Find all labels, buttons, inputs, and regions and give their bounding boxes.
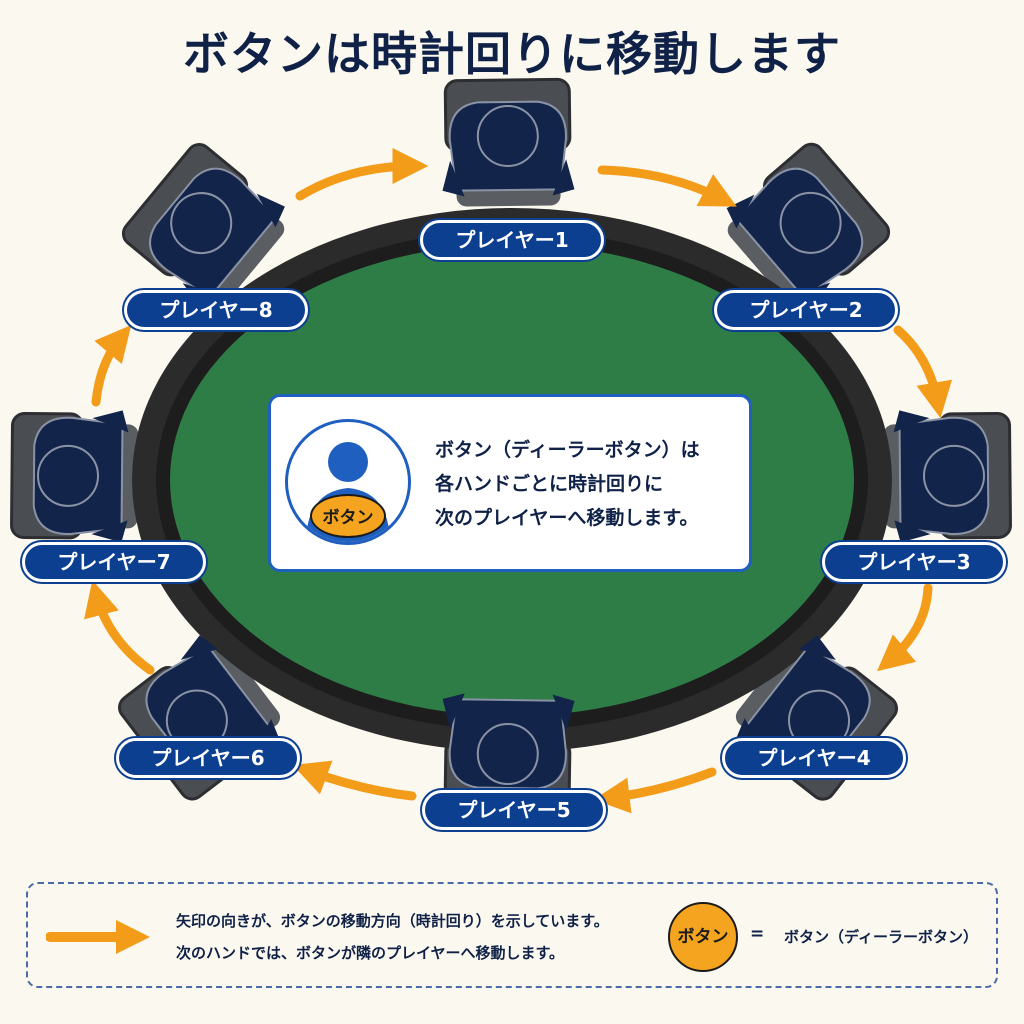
dealer-avatar-icon: ボタン (285, 419, 411, 545)
clockwise-arrow-icon (91, 325, 132, 407)
player-label-6: プレイヤー6 (116, 738, 300, 778)
legend-button-chip: ボタン (668, 902, 738, 972)
player-figure-icon (893, 410, 990, 543)
clockwise-arrow-icon (292, 760, 417, 801)
player-figure-icon (442, 693, 575, 790)
player-label-8: プレイヤー8 (124, 290, 308, 330)
player-label-1: プレイヤー1 (420, 220, 604, 260)
player-label-7: プレイヤー7 (22, 542, 206, 582)
clockwise-arrow-icon (84, 580, 155, 675)
clockwise-arrow-icon (593, 767, 717, 814)
legend-box: 矢印の向きが、ボタンの移動方向（時計回り）を示しています。 次のハンドでは、ボタ… (26, 882, 998, 988)
legend-arrow-icon (46, 920, 150, 954)
clockwise-arrow-icon (876, 583, 933, 672)
player-label-5: プレイヤー5 (422, 790, 606, 830)
center-info-line-2: 各ハンドごとに時計回りに (435, 473, 664, 495)
legend-equals: = (750, 924, 765, 944)
player-figure-icon (148, 167, 285, 309)
legend-text-line-2: 次のハンドでは、ボタンが隣のプレイヤーへ移動します。 (176, 944, 565, 962)
player-label-4: プレイヤー4 (722, 738, 906, 778)
legend-text-line-1: 矢印の向きが、ボタンの移動方向（時計回り）を示しています。 (176, 912, 609, 930)
player-label-2: プレイヤー2 (714, 290, 898, 330)
player-figure-icon (32, 410, 129, 543)
center-info-line-3: 次のプレイヤーへ移動します。 (435, 507, 699, 529)
page-title: ボタンは時計回りに移動します (183, 27, 841, 81)
player-figure-icon (726, 167, 864, 309)
player-label-3: プレイヤー3 (822, 542, 1006, 582)
dealer-button-chip: ボタン (310, 494, 386, 538)
clockwise-arrow-icon (295, 148, 429, 201)
center-info-box: ボタン ボタン（ディーラーボタン）は 各ハンドごとに時計回りに 次のプレイヤーへ… (268, 394, 752, 572)
center-info-text: ボタン（ディーラーボタン）は 各ハンドごとに時計回りに 次のプレイヤーへ移動しま… (435, 433, 745, 535)
legend-definition: ボタン（ディーラーボタン） (784, 928, 978, 946)
center-info-line-1: ボタン（ディーラーボタン）は (435, 439, 700, 461)
clockwise-arrow-icon (597, 165, 737, 207)
clockwise-arrow-icon (893, 325, 953, 419)
player-figure-icon (442, 100, 575, 197)
